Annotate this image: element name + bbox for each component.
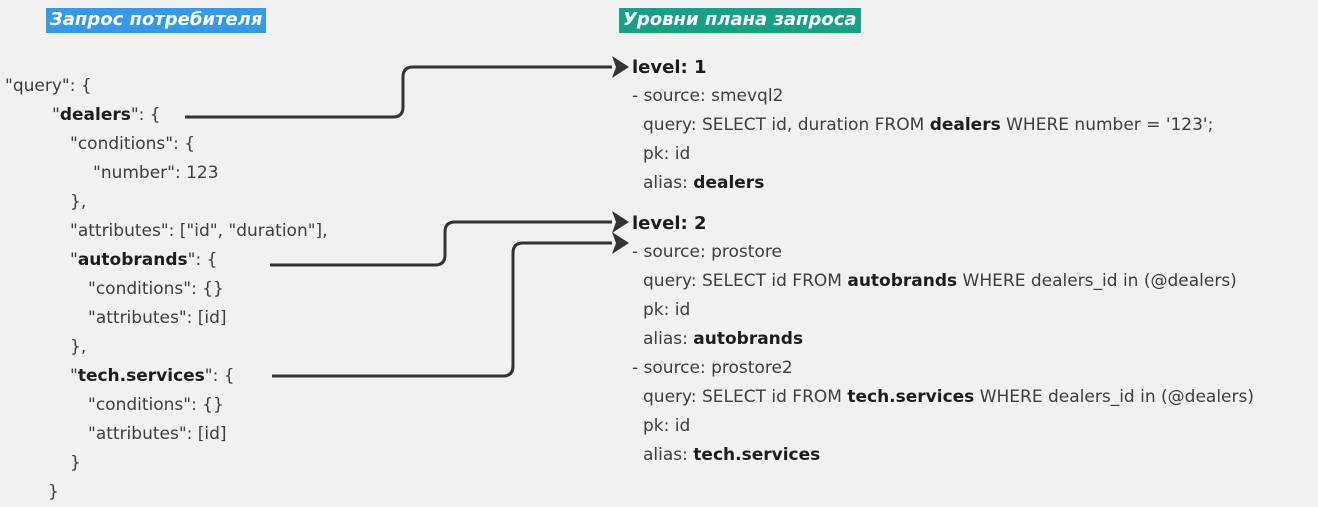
json-text: "attributes": ["id", "duration"],: [70, 221, 328, 241]
json-text: ": {: [130, 105, 161, 125]
alias-label: alias:: [643, 329, 694, 349]
json-text: }: [48, 482, 59, 502]
alias-value: tech.services: [693, 445, 821, 465]
source-line: - source: prostore: [632, 242, 782, 262]
query-text: query: SELECT id, duration FROM: [643, 115, 930, 135]
query-line: query: SELECT id, duration FROM dealers …: [643, 111, 1318, 140]
json-text: }: [70, 453, 81, 473]
json-text: ": {: [204, 366, 235, 386]
alias-label: alias:: [643, 445, 694, 465]
json-key-bold: dealers: [59, 105, 131, 125]
json-line: "attributes": [id]: [0, 304, 420, 333]
json-text: "query": {: [5, 76, 92, 96]
json-line: "conditions": {}: [0, 391, 420, 420]
json-text: "attributes": [id]: [88, 308, 227, 328]
query-text: query: SELECT id FROM: [643, 387, 848, 407]
json-text: "attributes": [id]: [88, 424, 227, 444]
pk-line: pk: id: [643, 144, 691, 164]
json-line: }: [0, 449, 420, 478]
json-text: ": [52, 105, 60, 125]
query-line: query: SELECT id FROM autobrands WHERE d…: [643, 267, 1318, 296]
query-text: WHERE number = '123';: [1000, 115, 1214, 135]
json-line: }: [0, 478, 420, 507]
alias-line: alias: tech.services: [643, 441, 1318, 470]
query-table-name: tech.services: [847, 387, 975, 407]
json-line: "number": 123: [0, 159, 420, 188]
alias-value: autobrands: [693, 329, 804, 349]
level-title: level: 1: [632, 57, 707, 78]
arrowhead-level-1: [612, 56, 629, 78]
alias-value: dealers: [693, 173, 765, 193]
json-text: },: [70, 337, 87, 357]
pk-line: pk: id: [643, 300, 691, 320]
json-text: },: [70, 192, 87, 212]
source-line: - source: prostore2: [632, 358, 793, 378]
json-text: "conditions": {}: [88, 279, 224, 299]
plan-levels-list: level: 1 - source: smevql2 query: SELECT i…: [632, 54, 1318, 470]
json-line: },: [0, 333, 420, 362]
json-line: },: [0, 188, 420, 217]
pk-line: pk: id: [643, 416, 691, 436]
json-text: ": [70, 250, 78, 270]
arrowhead-level-2-b: [612, 232, 629, 254]
arrowhead-level-2-a: [612, 211, 629, 233]
consumer-query-json: "query": {"dealers": {"conditions": {"nu…: [0, 72, 420, 507]
json-line: "dealers": {: [0, 101, 420, 130]
json-line: "tech.services": {: [0, 362, 420, 391]
source-line: - source: smevql2: [632, 86, 784, 106]
plan-source: - source: smevql2 query: SELECT id, durat…: [632, 82, 1318, 198]
query-text: WHERE dealers_id in (@dealers): [974, 387, 1254, 407]
query-text: query: SELECT id FROM: [643, 271, 848, 291]
json-line: "autobrands": {: [0, 246, 420, 275]
json-line: "attributes": [id]: [0, 420, 420, 449]
plan-levels-heading: Уровни плана запроса: [619, 8, 861, 33]
plan-level: level: 2 - source: prostore query: SELECT …: [632, 210, 1318, 470]
json-text: ": [70, 366, 78, 386]
plan-level: level: 1 - source: smevql2 query: SELECT i…: [632, 54, 1318, 198]
consumer-query-heading: Запрос потребителя: [46, 8, 267, 33]
query-table-name: autobrands: [847, 271, 958, 291]
json-text: "number": 123: [93, 163, 219, 183]
json-key-bold: tech.services: [77, 366, 205, 386]
json-key-bold: autobrands: [77, 250, 188, 270]
level-title: level: 2: [632, 213, 707, 234]
query-text: WHERE dealers_id in (@dealers): [957, 271, 1237, 291]
json-line: "conditions": {}: [0, 275, 420, 304]
json-line: "query": {: [0, 72, 420, 101]
level-spacer: [632, 198, 1318, 210]
json-line: "attributes": ["id", "duration"],: [0, 217, 420, 246]
query-table-name: dealers: [929, 115, 1001, 135]
json-text: "conditions": {: [70, 134, 196, 154]
alias-line: alias: autobrands: [643, 325, 1318, 354]
alias-label: alias:: [643, 173, 694, 193]
plan-source: - source: prostore query: SELECT id FROM …: [632, 238, 1318, 354]
json-text: "conditions": {}: [88, 395, 224, 415]
json-text: ": {: [187, 250, 218, 270]
json-line: "conditions": {: [0, 130, 420, 159]
query-line: query: SELECT id FROM tech.services WHER…: [643, 383, 1318, 412]
alias-line: alias: dealers: [643, 169, 1318, 198]
plan-source: - source: prostore2 query: SELECT id FROM…: [632, 354, 1318, 470]
